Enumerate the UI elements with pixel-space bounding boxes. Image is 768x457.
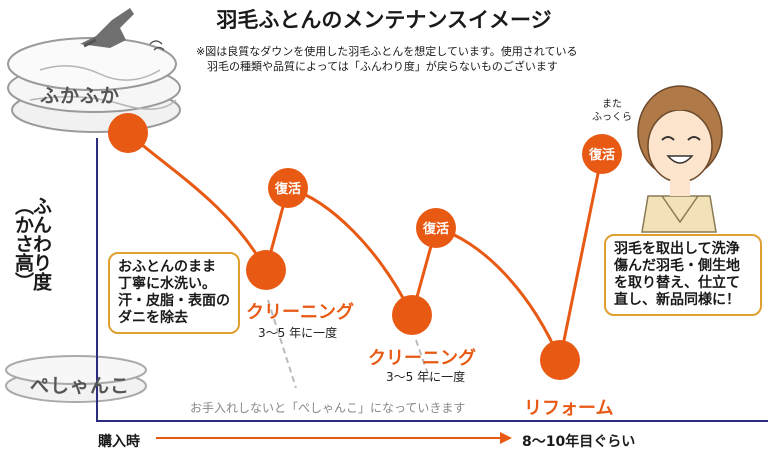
flat-futon-illustration	[5, 355, 147, 403]
x-axis-end-label: 8〜10年目ぐらい	[522, 434, 636, 450]
person-speech: また ふっくら	[592, 98, 632, 124]
time-arrow-head	[500, 432, 512, 444]
reform-callout: 羽毛を取出して洗浄 傷んだ羽毛・側生地 を取り替え、仕立て 直し、新品同様に！	[604, 234, 762, 316]
y-axis-label: ふんわり度 （かさ高）	[12, 196, 52, 291]
purchase-marker	[108, 113, 148, 153]
fluffy-futon-illustration	[7, 37, 181, 133]
cleaning-callout-line-4: ダニを除去	[118, 310, 188, 326]
revival-line-3	[558, 153, 604, 361]
revival-badge-3-label: 復活	[588, 147, 615, 163]
reform-callout-line-3: を取り替え、仕立て	[614, 275, 740, 291]
y-axis-label-line-1: ふんわり度	[30, 196, 52, 291]
stage-cleaning-2-frequency: 3〜5 年に一度	[386, 370, 466, 384]
cleaning-callout-line-2: 丁寧に水洗い。	[118, 276, 216, 292]
cleaning-callout-line-1: おふとんのまま	[118, 259, 216, 275]
reform-callout-line-4: 直し、新品同様に！	[614, 292, 740, 308]
decline-curve-2	[287, 186, 414, 316]
disclaimer-line-2: 羽毛の種類や品質によっては「ふんわり度」が戻らないものございます	[196, 60, 558, 73]
revival-badge-3	[582, 134, 622, 174]
guide-line-1	[267, 299, 297, 389]
page-title: 羽毛ふとんのメンテナンスイメージ	[216, 8, 552, 32]
stage-cleaning-2-label: クリーニング	[368, 348, 476, 369]
disclaimer-note: ※図は良質なダウンを使用した羽毛ふとんを想定しています。使用されている 羽毛の種…	[196, 44, 666, 74]
revival-badge-1	[268, 168, 308, 208]
x-axis-start-label: 購入時	[98, 434, 140, 450]
y-axis-label-line-2: （かさ高）	[12, 196, 34, 291]
cleaning-callout: おふとんのまま 丁寧に水洗い。 汗・皮脂・表面の ダニを除去	[108, 252, 240, 334]
flat-label: ぺしゃんこ	[30, 375, 131, 397]
no-care-note: お手入れしないと「ぺしゃんこ」になっていきます	[190, 401, 466, 415]
cleaning-callout-line-3: 汗・皮脂・表面の	[118, 293, 230, 309]
guide-line-2	[415, 339, 431, 381]
disclaimer-line-1: ※図は良質なダウンを使用した羽毛ふとんを想定しています。使用されている	[196, 45, 578, 58]
decline-curve-1	[127, 131, 268, 271]
reform-marker	[540, 340, 580, 380]
reform-callout-line-1: 羽毛を取出して洗浄	[614, 241, 740, 257]
cleaning-marker-2	[392, 295, 432, 335]
pressing-hand-illustration	[80, 8, 165, 51]
cleaning-marker-1	[246, 250, 286, 290]
revival-badge-2-label: 復活	[422, 221, 449, 237]
stage-reform-label: リフォーム	[524, 398, 614, 419]
fluffy-label: ふかふか	[40, 85, 121, 107]
person-speech-line-2: ふっくら	[592, 112, 632, 123]
decline-curve-3	[435, 226, 562, 361]
revival-badge-2	[416, 208, 456, 248]
stage-cleaning-1-frequency: 3〜5 年に一度	[258, 326, 338, 340]
revival-badge-1-label: 復活	[274, 181, 301, 197]
stage-cleaning-1-label: クリーニング	[246, 302, 354, 323]
reform-callout-line-2: 傷んだ羽毛・側生地	[614, 258, 740, 274]
smiling-person-illustration	[637, 85, 723, 233]
person-speech-line-1: また	[602, 99, 622, 110]
